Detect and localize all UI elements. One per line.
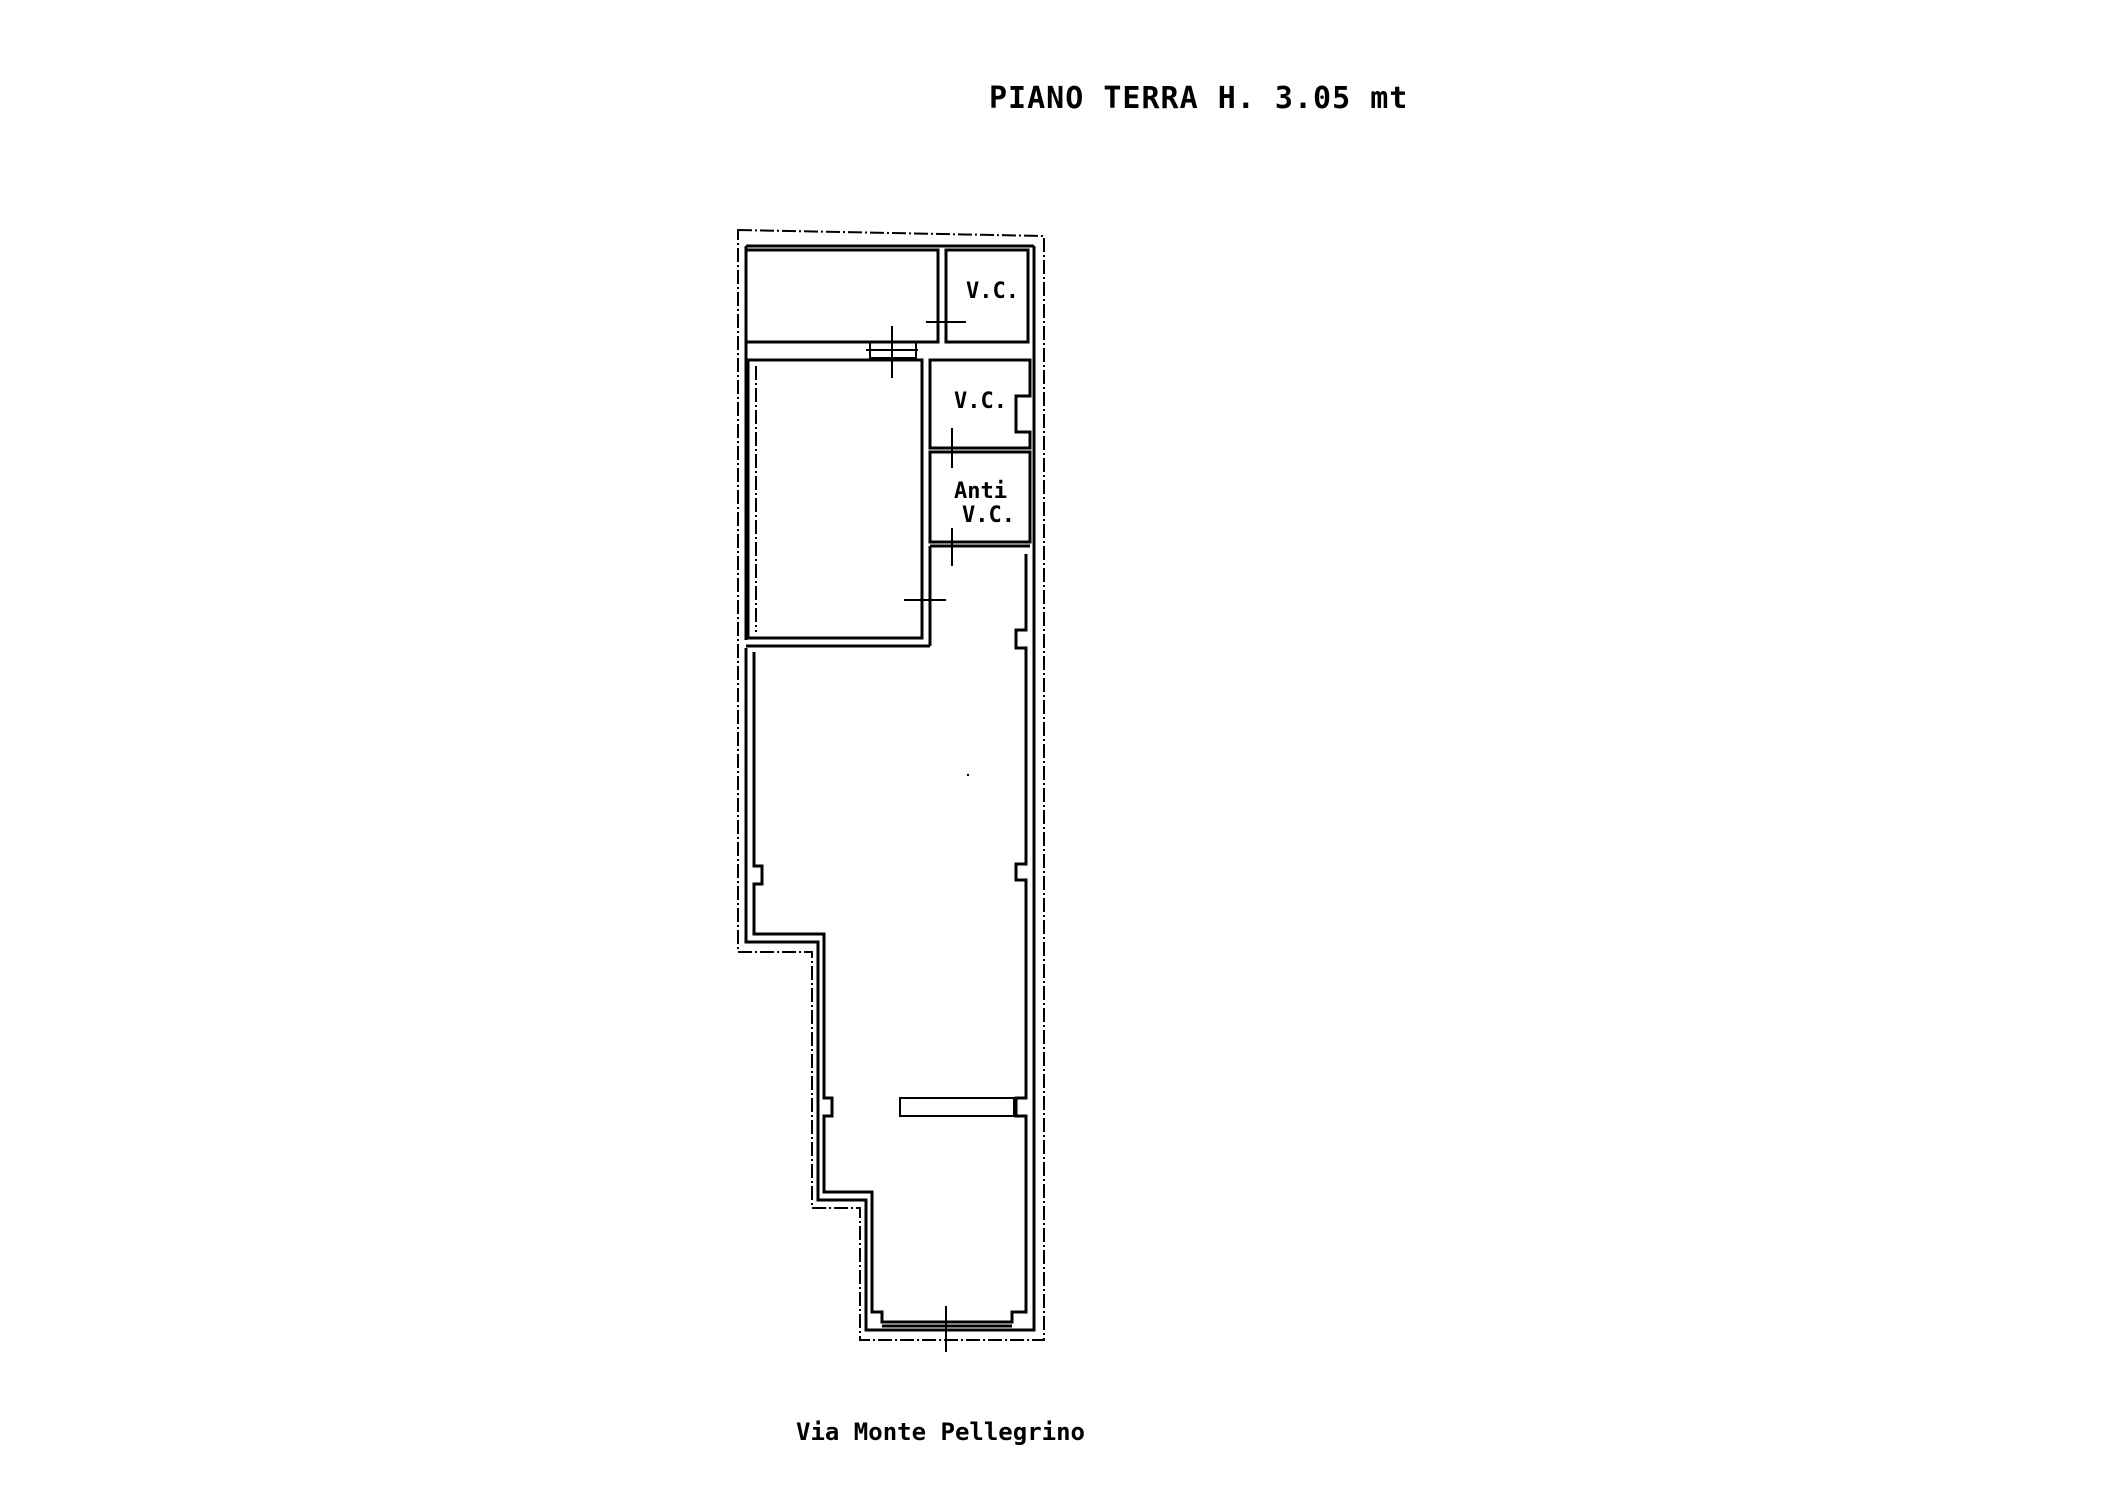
floor-title: PIANO TERRA H. 3.05 mt bbox=[989, 81, 1408, 116]
wc-top-label: V.C. bbox=[966, 279, 1019, 304]
outer-boundary bbox=[737, 228, 1045, 1341]
exterior-wall bbox=[744, 246, 1036, 1332]
hall-dot bbox=[966, 773, 970, 777]
street-label: Via Monte Pellegrino bbox=[796, 1418, 1085, 1446]
room-upper-left bbox=[746, 358, 924, 640]
counter bbox=[899, 1097, 1015, 1117]
main-hall bbox=[752, 554, 1028, 1324]
wc-middle-label: V.C. bbox=[954, 389, 1007, 414]
room-wc-middle bbox=[928, 358, 1032, 450]
room-anti-wc bbox=[928, 450, 1032, 544]
room-wc-top bbox=[944, 248, 1030, 344]
anti-wc-label-line1: Anti bbox=[954, 479, 1007, 504]
room-storage-top bbox=[744, 248, 940, 344]
anti-wc-label-line2: V.C. bbox=[962, 503, 1015, 528]
